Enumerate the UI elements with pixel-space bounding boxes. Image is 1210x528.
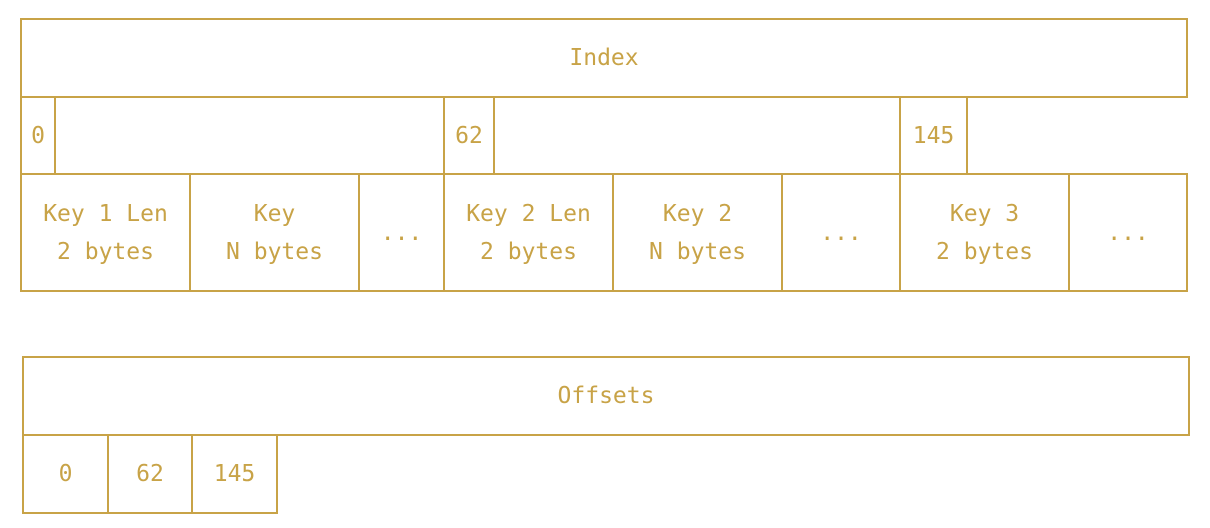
index-marker-gap xyxy=(493,96,901,175)
offsets-value-62: 62 xyxy=(107,434,193,514)
index-entry-ellipsis: ... xyxy=(358,173,445,292)
index-entry-key1-bytes: Key N bytes xyxy=(189,173,360,292)
index-offset-marker-62: 62 xyxy=(443,96,495,175)
index-entry-ellipsis: ... xyxy=(1068,173,1188,292)
index-entry-key3: Key 3 2 bytes xyxy=(899,173,1070,292)
index-marker-gap xyxy=(54,96,445,175)
index-entry-ellipsis: ... xyxy=(781,173,901,292)
offsets-header: Offsets xyxy=(22,356,1190,436)
index-header: Index xyxy=(20,18,1188,98)
index-offset-marker-0: 0 xyxy=(20,96,56,175)
index-offset-marker-145: 145 xyxy=(899,96,968,175)
offsets-value-0: 0 xyxy=(22,434,109,514)
index-entry-key1-len: Key 1 Len 2 bytes xyxy=(20,173,191,292)
index-entry-key2-len: Key 2 Len 2 bytes xyxy=(443,173,614,292)
offsets-value-145: 145 xyxy=(191,434,278,514)
index-entry-key2-bytes: Key 2 N bytes xyxy=(612,173,783,292)
